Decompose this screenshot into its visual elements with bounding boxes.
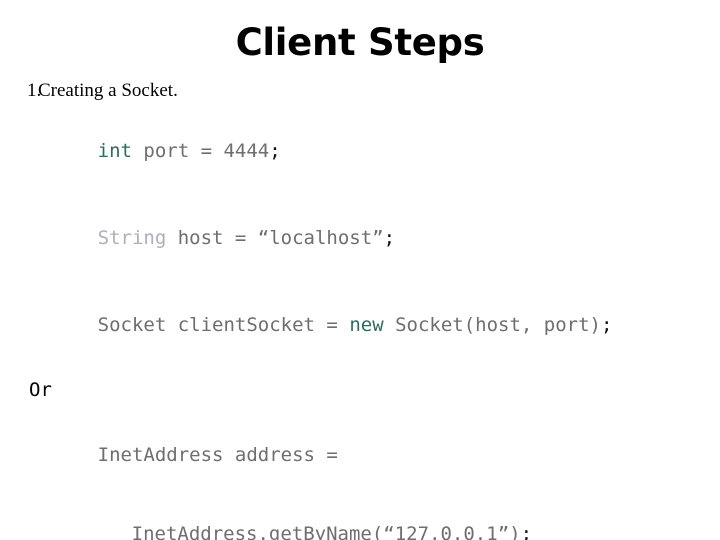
code-semicolon: ; [600, 314, 613, 336]
code-line-inetaddress-getbyname: InetAddress.getByName(“127.0.0.1”); [0, 499, 720, 540]
code-line-host-declaration: String host = “localhost”; [0, 195, 720, 282]
type-string: String [97, 227, 167, 249]
code-line-port-declaration: int port = 4444; [0, 108, 720, 195]
page-title: Client Steps [235, 21, 485, 64]
code-socket-constructor-args: Socket(host, port) [383, 314, 601, 336]
code-getbyname-call: InetAddress.getByName(“127.0.0.1”) [131, 523, 521, 540]
code-line-socket-host-port: Socket clientSocket = new Socket(host, p… [0, 282, 720, 369]
code-port-assignment: port = 4444 [131, 140, 270, 162]
list-item-number: 1. [27, 80, 42, 101]
keyword-int: int [97, 140, 132, 162]
code-inetaddress-assignment: InetAddress address = [97, 444, 338, 466]
list-item-step-1: 1. Creating a Socket. [0, 74, 720, 108]
code-socket-declaration-prefix: Socket clientSocket = [97, 314, 350, 336]
code-alternative-label: Or [29, 379, 52, 401]
code-semicolon: ; [383, 227, 396, 249]
slide-body: 1. Creating a Socket. int port = 4444; S… [0, 74, 720, 540]
code-semicolon: ; [520, 523, 533, 540]
code-semicolon: ; [269, 140, 281, 162]
code-host-assignment: host = “localhost” [166, 227, 384, 249]
code-line-inetaddress-declaration: InetAddress address = [0, 412, 720, 499]
list-item-label: Creating a Socket. [38, 80, 178, 101]
keyword-new: new [349, 314, 384, 336]
